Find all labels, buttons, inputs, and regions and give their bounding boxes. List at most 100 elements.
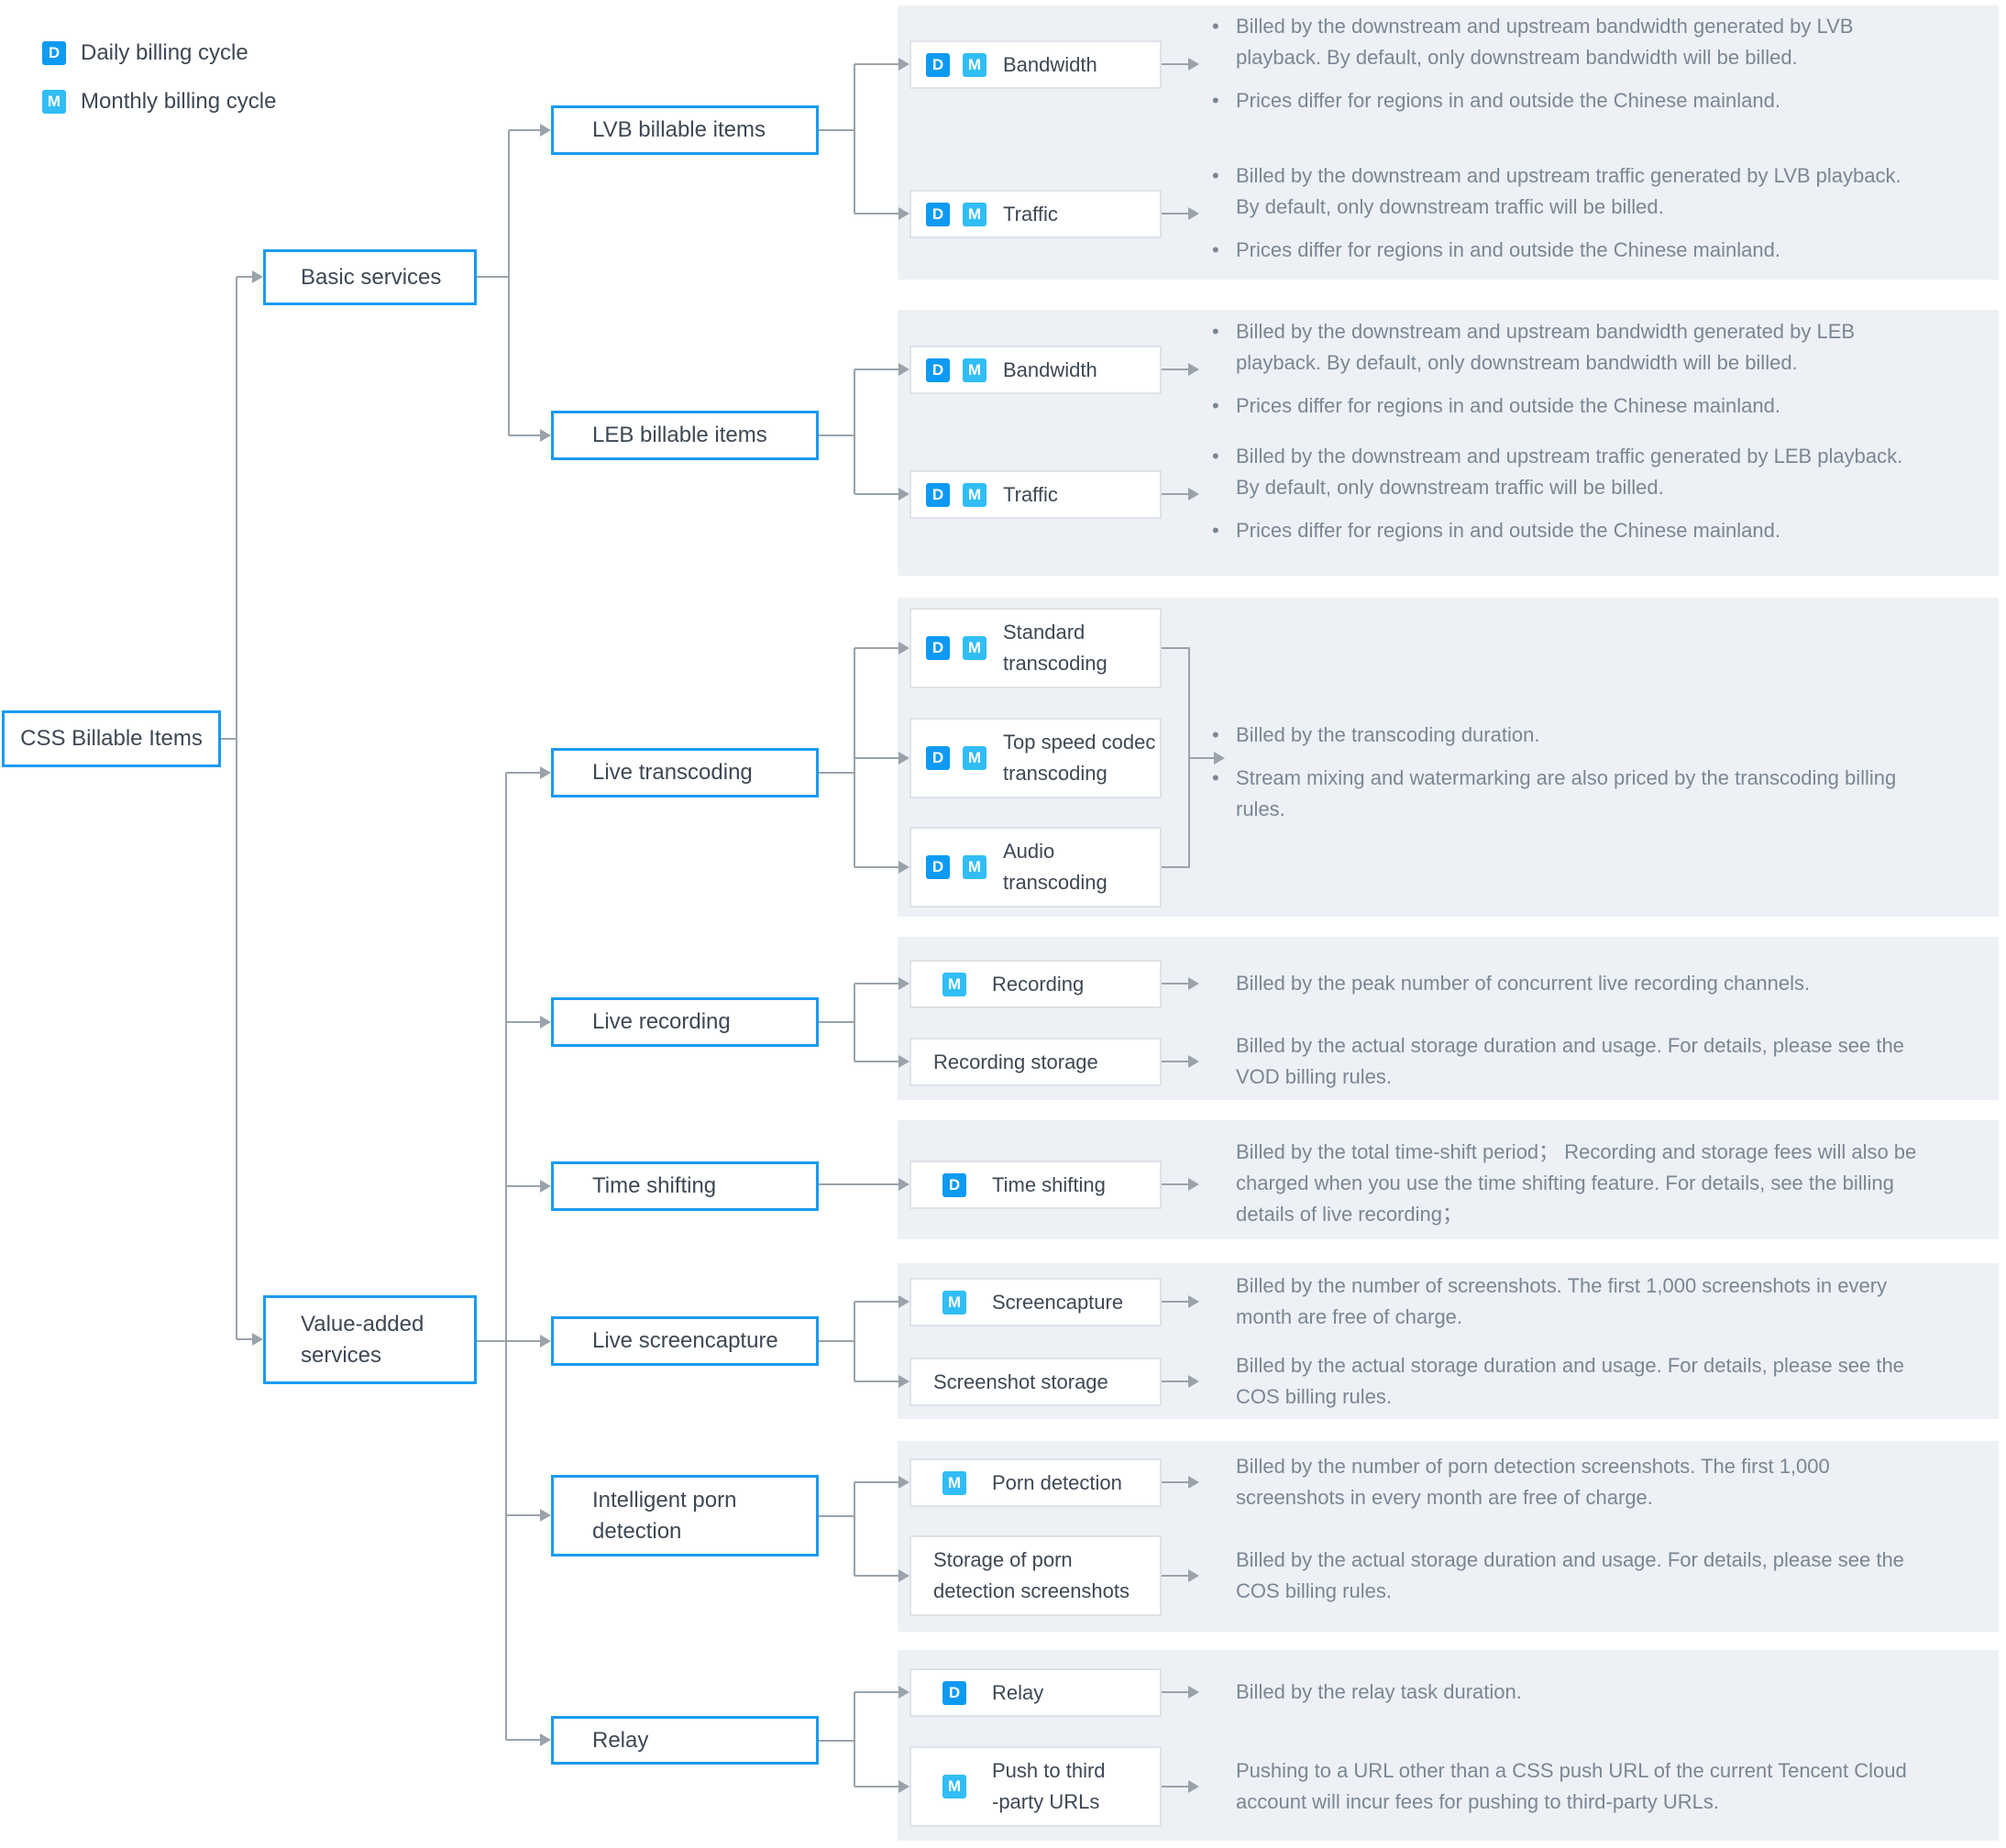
connector-line	[1162, 1786, 1188, 1788]
item-description: Billed by the total time-shift period； R…	[1236, 1137, 1923, 1242]
arrowhead-icon	[540, 1733, 551, 1746]
arrowhead-icon	[1188, 1686, 1199, 1699]
item-label: Traffic	[1003, 482, 1058, 506]
description-text: Prices differ for regions in and outside…	[1212, 85, 1923, 116]
description-text: Billed by the transcoding duration.	[1212, 720, 1923, 751]
item-description: Billed by the downstream and upstream tr…	[1212, 441, 1923, 558]
arrowhead-icon	[898, 1569, 909, 1582]
item-label: Relay	[992, 1680, 1044, 1704]
monthly-badge-icon: M	[963, 855, 986, 879]
connector-line	[854, 984, 855, 1062]
legend-daily-label: Daily billing cycle	[81, 40, 248, 65]
connector-line	[1162, 1183, 1188, 1185]
connector-line	[1162, 493, 1188, 495]
connector-line	[1162, 1575, 1188, 1577]
item-description: Billed by the downstream and upstream ba…	[1212, 316, 1923, 434]
item-label: Recording storage	[933, 1050, 1098, 1073]
category-label: LVB billable items	[592, 117, 766, 142]
description-text: Billed by the relay task duration.	[1236, 1680, 1522, 1703]
monthly-badge-icon: M	[942, 1290, 966, 1314]
item-description: Billed by the relay task duration.	[1236, 1677, 1923, 1720]
arrowhead-icon	[252, 270, 263, 283]
monthly-badge-icon: M	[963, 358, 986, 382]
description-text: Billed by the peak number of concurrent …	[1236, 972, 1811, 995]
connector-line	[854, 1691, 898, 1693]
item-label: Screenshot storage	[933, 1370, 1108, 1393]
item-label: Storage of porn detection screenshots	[933, 1548, 1130, 1602]
connector-line	[854, 368, 898, 370]
description-text: Billed by the number of screenshots. The…	[1236, 1274, 1888, 1328]
node-basic-services: Basic services	[263, 249, 477, 305]
connector-line	[1162, 1061, 1188, 1062]
connector-line	[854, 866, 898, 868]
connector-line	[1162, 63, 1188, 65]
item-label: Time shifting	[992, 1172, 1106, 1196]
item-description: Billed by the number of porn detection s…	[1236, 1451, 1923, 1525]
item-label: Recording	[992, 972, 1085, 996]
basic-services-label: Basic services	[301, 264, 442, 290]
connector-line	[1162, 1380, 1188, 1382]
shared-description: Billed by the transcoding duration.Strea…	[1212, 720, 1923, 837]
description-text: Billed by the actual storage duration an…	[1236, 1034, 1904, 1088]
node-value-added-services: Value-added services	[263, 1295, 477, 1384]
connector-line	[819, 1021, 854, 1023]
arrowhead-icon	[1188, 207, 1199, 220]
connector-line	[506, 1739, 540, 1741]
arrowhead-icon	[540, 766, 551, 779]
node-live-transcoding: Live transcoding	[551, 748, 819, 798]
arrowhead-icon	[898, 977, 909, 990]
connector-line	[236, 277, 237, 1339]
connector-line	[854, 1301, 898, 1303]
connector-line	[477, 1340, 540, 1342]
connector-line	[819, 434, 854, 436]
arrowhead-icon	[540, 1180, 551, 1193]
item-storage-of-porn-detection-screenshots: Storage of porn detection screenshots	[909, 1535, 1162, 1616]
daily-badge-icon: D	[42, 41, 66, 65]
connector-line	[819, 1515, 854, 1517]
connector-line	[819, 129, 854, 131]
monthly-badge-icon: M	[963, 202, 986, 226]
connector-line	[854, 983, 898, 984]
arrowhead-icon	[1188, 58, 1199, 71]
arrowhead-icon	[898, 207, 909, 220]
connector-line	[854, 64, 855, 214]
connector-line	[1162, 1481, 1188, 1483]
node-relay: Relay	[551, 1716, 819, 1765]
connector-line	[1162, 1301, 1188, 1303]
node-css-billable-items: CSS Billable Items	[2, 710, 221, 767]
connector-line	[1162, 213, 1188, 214]
arrowhead-icon	[898, 58, 909, 71]
connector-line	[237, 1338, 252, 1340]
daily-badge-icon: D	[926, 636, 950, 660]
item-label: Bandwidth	[1003, 358, 1097, 381]
item-label: Push to third -party URLs	[992, 1759, 1106, 1813]
arrowhead-icon	[898, 1686, 909, 1699]
arrowhead-icon	[1188, 1476, 1199, 1489]
arrowhead-icon	[1188, 1780, 1199, 1793]
item-description: Billed by the peak number of concurrent …	[1236, 968, 1923, 1011]
arrowhead-icon	[540, 429, 551, 442]
connector-line	[854, 1061, 898, 1062]
node-leb-billable-items: LEB billable items	[551, 411, 819, 460]
arrowhead-icon	[1188, 488, 1199, 500]
connector-line	[854, 1482, 855, 1576]
description-text: Prices differ for regions in and outside…	[1212, 390, 1923, 422]
daily-badge-icon: D	[926, 482, 950, 507]
connector-line	[509, 434, 540, 436]
connector-line	[854, 493, 898, 495]
arrowhead-icon	[540, 1509, 551, 1522]
connector-line	[819, 1740, 854, 1742]
arrowhead-icon	[898, 1780, 909, 1793]
connector-line	[854, 1481, 898, 1483]
arrowhead-icon	[898, 642, 909, 654]
category-label: Live screencapture	[592, 1328, 778, 1353]
arrowhead-icon	[1188, 1569, 1199, 1582]
arrowhead-icon	[898, 1055, 909, 1068]
